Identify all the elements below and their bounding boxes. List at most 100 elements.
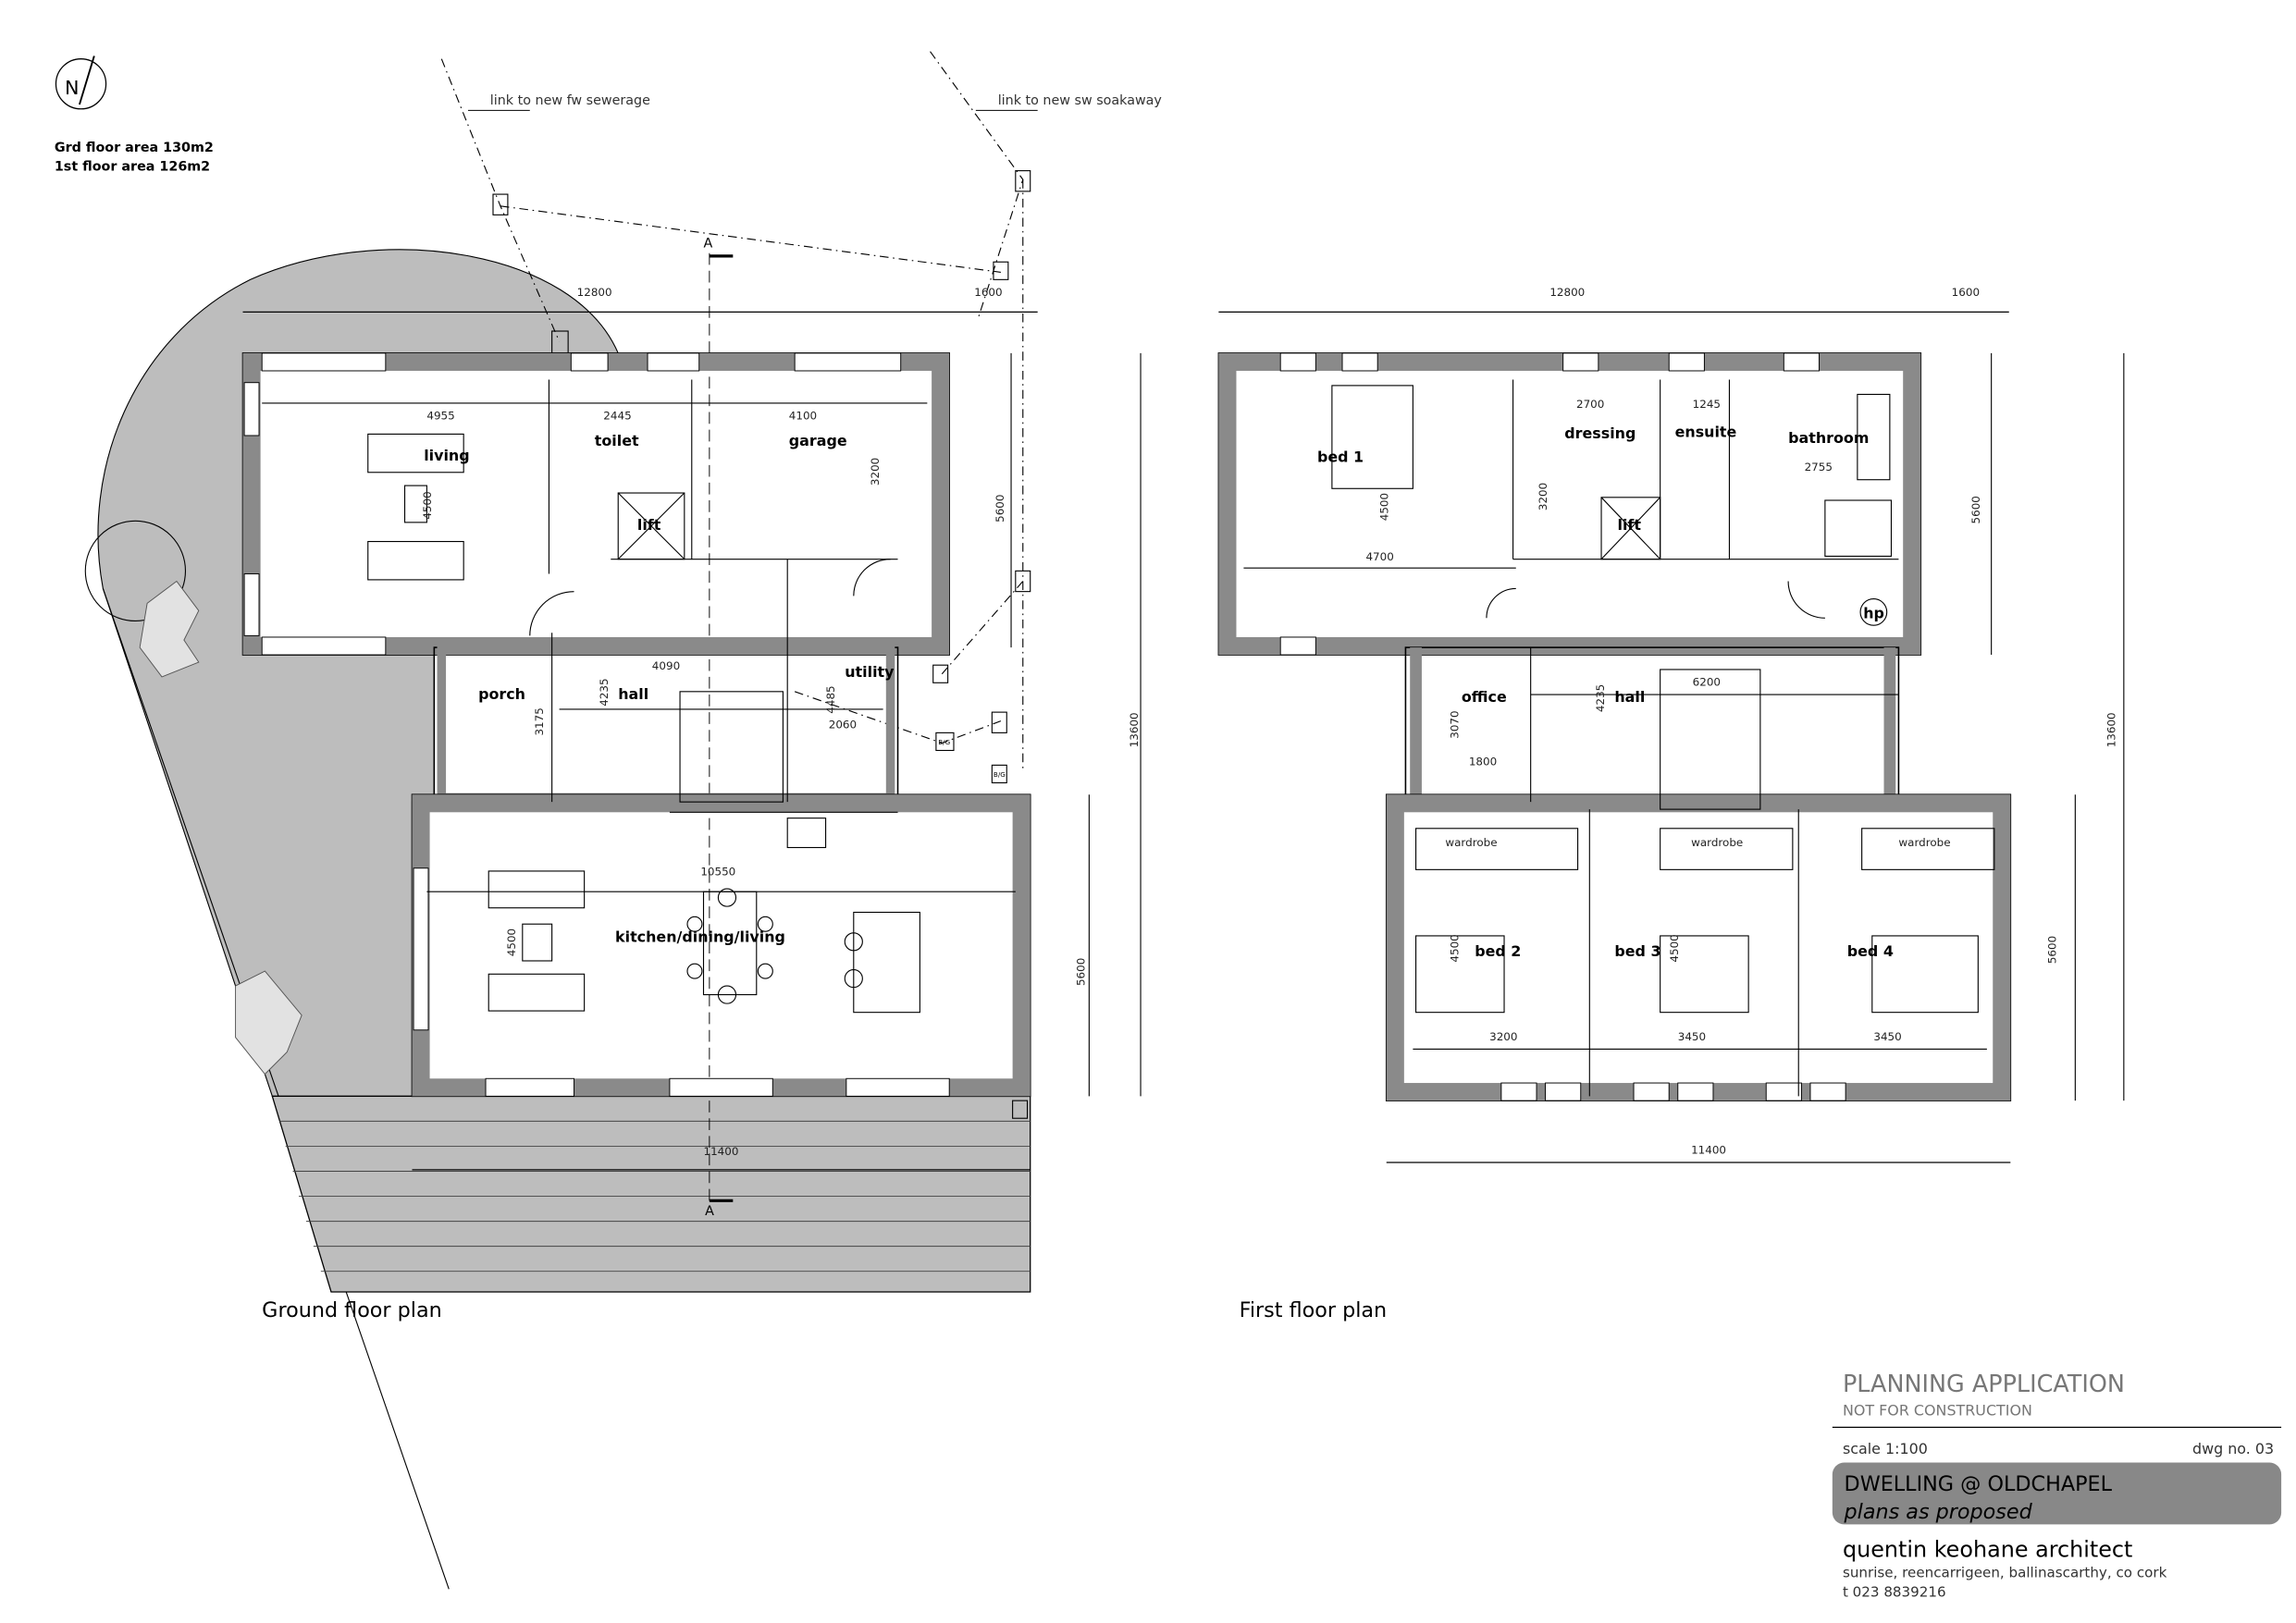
deck <box>271 1095 1031 1293</box>
ground-floor-dimensions: 12800 1600 4955 2445 4100 4090 2060 1055… <box>242 286 1142 1171</box>
room-label-kitchen: kitchen/dining/living <box>615 928 785 945</box>
svg-text:1600: 1600 <box>1952 286 1980 299</box>
back-gully-label: B/G <box>938 738 950 746</box>
architect-name: quentin keohane architect <box>1843 1536 2132 1562</box>
svg-text:12800: 12800 <box>577 286 612 299</box>
room-label-bed-4: bed 4 <box>1847 942 1894 960</box>
manhole-symbol <box>1015 570 1031 593</box>
drawing-subtitle: plans as proposed <box>1844 1500 2033 1524</box>
svg-text:4235: 4235 <box>598 678 611 706</box>
room-label-ensuite: ensuite <box>1675 424 1737 441</box>
drawing-number: dwg no. 03 <box>2192 1440 2274 1457</box>
room-label-bathroom: bathroom <box>1788 429 1869 447</box>
architect-phone: t 023 8839216 <box>1843 1583 1946 1600</box>
svg-text:12800: 12800 <box>1549 286 1585 299</box>
room-label-utility: utility <box>845 663 895 681</box>
title-block: PLANNING APPLICATION NOT FOR CONSTRUCTIO… <box>1832 1371 2282 1600</box>
ground-floor-room-labels: living toilet garage lift porch hall uti… <box>424 432 895 945</box>
room-label-office: office <box>1462 688 1507 706</box>
hedge-symbol <box>235 970 302 1076</box>
first-floor-title: First floor plan <box>1240 1298 1388 1322</box>
svg-text:4100: 4100 <box>789 409 817 422</box>
drainage-note: link to new sw soakaway <box>998 93 1163 108</box>
svg-text:3070: 3070 <box>1449 710 1462 738</box>
wardrobe-label: wardrobe <box>1445 836 1497 849</box>
svg-text:4500: 4500 <box>1377 493 1390 521</box>
svg-text:A: A <box>705 1204 714 1219</box>
back-gully-symbol <box>935 732 955 752</box>
ground-floor-title: Ground floor plan <box>262 1298 442 1322</box>
north-arrow-icon: N <box>55 55 107 110</box>
room-label-lift: lift <box>1618 516 1642 534</box>
drainage-lines <box>440 51 1031 1119</box>
hp-label: hp <box>1863 604 1884 621</box>
ground-floor-area: Grd floor area 130m2 <box>55 141 214 155</box>
tree-symbol <box>84 520 187 622</box>
status-note: NOT FOR CONSTRUCTION <box>1843 1402 2032 1420</box>
svg-text:11400: 11400 <box>1691 1143 1726 1156</box>
section-line: A A <box>704 236 734 1219</box>
svg-text:13600: 13600 <box>1128 712 1141 747</box>
manhole-symbol <box>1015 170 1031 192</box>
project-title: DWELLING @ OLDCHAPEL <box>1845 1472 2113 1496</box>
manhole-symbol <box>492 193 509 215</box>
room-label-living: living <box>424 447 469 464</box>
room-label-bed-1: bed 1 <box>1317 449 1364 466</box>
svg-text:1800: 1800 <box>1469 755 1497 768</box>
svg-text:4090: 4090 <box>652 659 680 672</box>
svg-text:2060: 2060 <box>829 719 857 732</box>
site-boundary-line <box>102 588 450 1590</box>
svg-text:3200: 3200 <box>1489 1030 1517 1043</box>
gully-symbol <box>932 664 949 683</box>
svg-text:1245: 1245 <box>1693 398 1721 411</box>
project-title-bar <box>1832 1462 2282 1525</box>
wardrobe-label: wardrobe <box>1691 836 1743 849</box>
site-garden-area <box>97 249 620 1097</box>
svg-text:4955: 4955 <box>426 409 454 422</box>
svg-text:4500: 4500 <box>505 928 518 956</box>
svg-text:3200: 3200 <box>869 458 882 486</box>
svg-text:5600: 5600 <box>1075 958 1088 986</box>
first-floor-area: 1st floor area 126m2 <box>55 160 210 175</box>
svg-text:3200: 3200 <box>1537 483 1549 510</box>
svg-text:4485: 4485 <box>824 685 837 713</box>
svg-text:3175: 3175 <box>533 707 546 735</box>
svg-text:A: A <box>704 236 713 251</box>
svg-text:4500: 4500 <box>1449 934 1462 962</box>
room-label-bed-2: bed 2 <box>1475 942 1521 960</box>
ground-floor-plan <box>241 352 1031 1098</box>
svg-text:11400: 11400 <box>704 1145 739 1158</box>
room-label-bed-3: bed 3 <box>1614 942 1660 960</box>
svg-text:4235: 4235 <box>1594 684 1607 712</box>
svg-text:5600: 5600 <box>994 495 1006 523</box>
svg-text:4500: 4500 <box>1668 934 1681 962</box>
room-label-porch: porch <box>478 685 525 703</box>
back-gully-label: B/G <box>994 770 1006 779</box>
svg-text:10550: 10550 <box>700 866 735 879</box>
first-floor-room-labels: bed 1 dressing ensuite bathroom lift hp … <box>1317 424 1951 961</box>
wardrobe-label: wardrobe <box>1898 836 1950 849</box>
back-gully-symbol <box>991 764 1007 784</box>
svg-text:2755: 2755 <box>1805 461 1833 473</box>
svg-text:6200: 6200 <box>1693 675 1721 688</box>
room-label-lift: lift <box>637 516 661 534</box>
svg-text:2700: 2700 <box>1576 398 1604 411</box>
svg-text:N: N <box>65 77 79 99</box>
manhole-symbol <box>993 261 1009 280</box>
svg-text:1600: 1600 <box>974 286 1002 299</box>
first-floor-dimensions: 12800 1600 2700 1245 2755 4700 6200 1800… <box>1218 286 2125 1163</box>
svg-text:5600: 5600 <box>2046 936 2059 964</box>
hedge-symbol <box>139 580 200 678</box>
room-label-garage: garage <box>789 432 847 449</box>
gully-symbol <box>1012 1100 1029 1119</box>
svg-text:3450: 3450 <box>1873 1030 1901 1043</box>
svg-text:4700: 4700 <box>1365 550 1393 563</box>
drainage-note: link to new fw sewerage <box>490 93 650 108</box>
first-floor-plan <box>1217 352 2012 1101</box>
room-label-hall: hall <box>1614 688 1645 706</box>
room-label-dressing: dressing <box>1564 424 1636 442</box>
svg-text:5600: 5600 <box>1969 496 1982 523</box>
status-title: PLANNING APPLICATION <box>1843 1371 2125 1398</box>
svg-text:2445: 2445 <box>603 409 631 422</box>
